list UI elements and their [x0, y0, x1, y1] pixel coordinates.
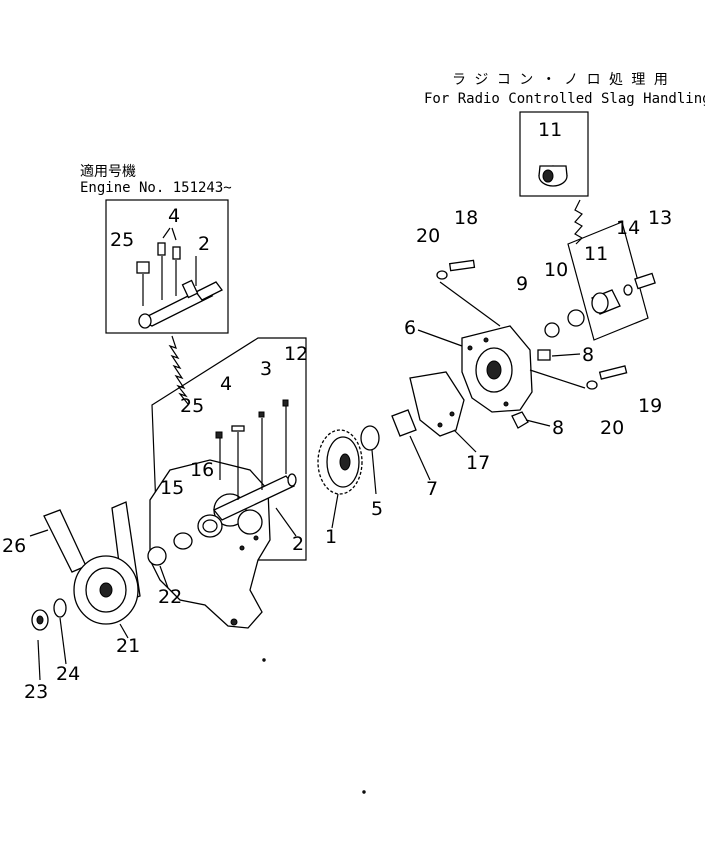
- callout-10: 10: [544, 259, 568, 281]
- washer-9: [544, 322, 560, 338]
- callout-8-upper: 8: [582, 344, 594, 366]
- callout-2-main: 2: [292, 533, 304, 555]
- bolt-13: [634, 272, 656, 290]
- pulley-21: [73, 555, 139, 625]
- engine-caption-en: Engine No. 151243~: [80, 180, 232, 196]
- callout-13: 13: [648, 207, 672, 229]
- engine-caption-jp: 適用号機: [80, 163, 136, 180]
- washer-20-lower: [586, 380, 598, 390]
- callout-22: 22: [158, 586, 182, 608]
- bolt-18: [448, 259, 476, 272]
- callout-26: 26: [2, 535, 26, 557]
- callout-numbers: 1 2 2 3 4 4 5 6 7 8 8 9 10 11 11 12 13 1…: [2, 119, 672, 703]
- callout-11-inset: 11: [538, 119, 562, 141]
- key-25: [215, 431, 223, 439]
- callout-4-inset: 4: [168, 205, 180, 227]
- washer-14: [623, 284, 633, 296]
- seal-15: [173, 532, 193, 550]
- callout-6: 6: [404, 317, 416, 339]
- speck-mark-2: [362, 790, 366, 794]
- radio-caption-jp: ラ ジ コ ン ・ ノ ロ 処 理 用: [452, 72, 668, 88]
- pin-12: [282, 399, 289, 407]
- engine-variant-inset: [105, 199, 229, 334]
- coupling-11: [591, 289, 621, 315]
- nut-5: [360, 425, 380, 451]
- callout-23: 23: [24, 681, 48, 703]
- callout-18: 18: [454, 207, 478, 229]
- radio-caption-en: For Radio Controlled Slag Handling: [424, 91, 705, 107]
- callout-24: 24: [56, 663, 80, 685]
- coupling-subgroup-box: [567, 221, 649, 341]
- callout-1: 1: [325, 526, 337, 548]
- callout-8-lower: 8: [552, 417, 564, 439]
- callout-20-upper: 20: [416, 225, 440, 247]
- callout-20-lower: 20: [600, 417, 624, 439]
- inset-link-arrow: [168, 335, 189, 405]
- coupling-11-inset: [538, 165, 568, 187]
- inset-shaft: [138, 279, 223, 329]
- pin-3: [258, 411, 265, 418]
- callout-21: 21: [116, 635, 140, 657]
- callout-25-inset: 25: [110, 229, 134, 251]
- speck-mark: [262, 658, 266, 662]
- callout-19: 19: [638, 395, 662, 417]
- pump-6: [461, 325, 533, 413]
- callout-2-inset: 2: [198, 233, 210, 255]
- callout-25-main: 25: [180, 395, 204, 417]
- washer-24: [53, 598, 67, 618]
- callout-7: 7: [426, 478, 438, 500]
- callout-11: 11: [584, 243, 608, 265]
- callout-4-main: 4: [220, 373, 232, 395]
- radio-variant-inset: [519, 111, 589, 197]
- seal-16: [197, 514, 223, 538]
- callout-12: 12: [284, 343, 308, 365]
- leader-lines: [29, 329, 581, 681]
- radio-link-arrow: [574, 199, 583, 245]
- gear-1: [317, 429, 363, 495]
- plug-8-upper: [537, 349, 551, 361]
- callout-15: 15: [160, 477, 184, 499]
- inset-key: [136, 261, 150, 274]
- washer-20-upper: [436, 270, 448, 280]
- bushing-7: [391, 409, 417, 437]
- spacer-22: [147, 546, 167, 566]
- plug-8-lower: [511, 411, 529, 429]
- callout-17: 17: [466, 452, 490, 474]
- callout-3: 3: [260, 358, 272, 380]
- callout-5: 5: [371, 498, 383, 520]
- pin-4: [231, 425, 245, 432]
- callout-14: 14: [616, 217, 640, 239]
- gasket-17: [409, 371, 465, 437]
- bolt-19: [598, 365, 628, 380]
- callout-16: 16: [190, 459, 214, 481]
- washer-10: [567, 309, 585, 327]
- inset-pins: [157, 242, 181, 260]
- callout-9: 9: [516, 273, 528, 295]
